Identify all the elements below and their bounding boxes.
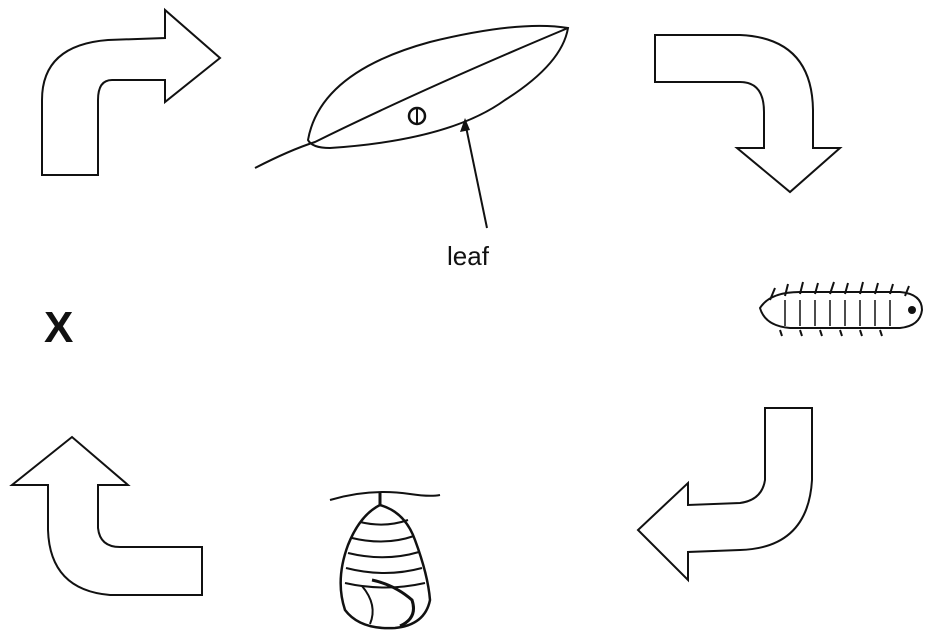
arrow-top-left xyxy=(41,7,222,176)
chrysalis-illustration xyxy=(329,491,441,630)
unknown-stage-label: X xyxy=(44,303,74,352)
leaf-label: leaf xyxy=(447,241,489,271)
arrow-bottom-left xyxy=(9,435,203,596)
arrow-bottom-right xyxy=(636,407,813,583)
caterpillar-illustration xyxy=(758,281,924,337)
leaf-pointer-line xyxy=(464,121,488,229)
leaf-pointer-arrowhead xyxy=(460,118,470,132)
leaf-midrib xyxy=(254,27,569,169)
arrow-top-right xyxy=(654,34,843,194)
leaf-with-egg-illustration xyxy=(254,24,570,229)
